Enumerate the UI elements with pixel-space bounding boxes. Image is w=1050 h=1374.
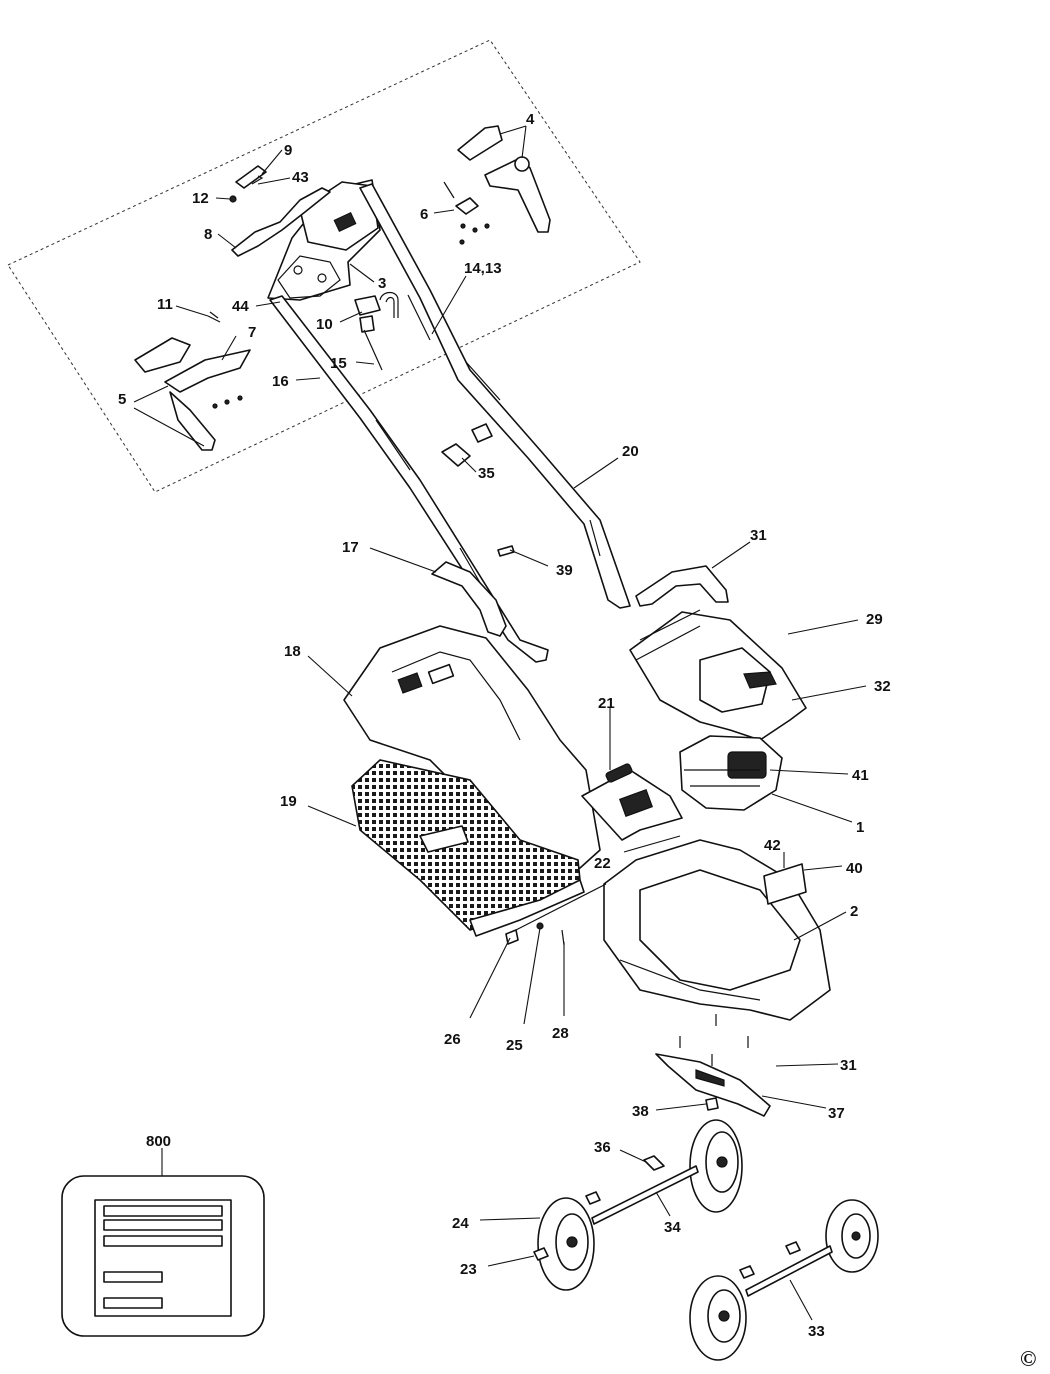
part-label-8: 8 [204, 226, 212, 243]
wheel [825, 1199, 879, 1273]
part-label-26: 26 [444, 1031, 461, 1048]
handle-control-box [267, 179, 381, 301]
part-label-25: 25 [506, 1037, 523, 1054]
switch-lever [229, 165, 331, 257]
small-fasteners [207, 181, 515, 557]
cable-guide-part [431, 561, 507, 637]
part-label-31-top: 31 [750, 527, 767, 544]
lower-handle-tube [269, 295, 549, 663]
part-label-6: 6 [420, 206, 428, 223]
part-label-31-bottom: 31 [840, 1057, 857, 1074]
part-number-labels: 9 43 12 8 4 6 11 44 7 3 10 14,13 15 16 5… [118, 111, 891, 1340]
part-label-20: 20 [622, 443, 639, 460]
part-label-32: 32 [874, 678, 891, 695]
part-label-17: 17 [342, 539, 359, 556]
blade [655, 1014, 771, 1117]
part-label-36: 36 [594, 1139, 611, 1156]
switch-box [581, 763, 683, 841]
part-label-4: 4 [526, 111, 535, 128]
grass-box-basket [351, 759, 585, 937]
part-label-40: 40 [846, 860, 863, 877]
part-label-16: 16 [272, 373, 289, 390]
part-label-18: 18 [284, 643, 301, 660]
part-label-7: 7 [248, 324, 256, 341]
part-label-15: 15 [330, 355, 347, 372]
part-label-10: 10 [316, 316, 333, 333]
part-label-38: 38 [632, 1103, 649, 1120]
wheel [537, 1197, 595, 1291]
part-label-800: 800 [146, 1133, 171, 1150]
part-label-44: 44 [232, 298, 249, 315]
part-label-29: 29 [866, 611, 883, 628]
part-label-3: 3 [378, 275, 386, 292]
motor [679, 735, 783, 811]
part-label-35: 35 [478, 465, 495, 482]
handle-grips [134, 125, 551, 451]
part-label-5: 5 [118, 391, 126, 408]
part-label-21: 21 [598, 695, 615, 712]
part-label-2: 2 [850, 903, 858, 920]
part-label-34: 34 [664, 1219, 681, 1236]
part-label-19: 19 [280, 793, 297, 810]
part-label-1: 1 [856, 819, 864, 836]
copyright-symbol: © [1020, 1346, 1036, 1371]
part-label-41: 41 [852, 767, 869, 784]
part-label-23: 23 [460, 1261, 477, 1278]
wheel [689, 1275, 747, 1361]
wheel [689, 1119, 743, 1213]
part-label-9: 9 [284, 142, 292, 159]
leader-lines [133, 125, 867, 1321]
part-label-43: 43 [292, 169, 309, 186]
part-label-22: 22 [594, 855, 611, 872]
part-label-33: 33 [808, 1323, 825, 1340]
part-label-28: 28 [552, 1025, 569, 1042]
motor-cover [629, 609, 807, 741]
carry-handle [635, 565, 729, 607]
part-label-12: 12 [192, 190, 209, 207]
part-label-37: 37 [828, 1105, 845, 1122]
part-label-42: 42 [764, 837, 781, 854]
part-label-14-13: 14,13 [464, 260, 502, 277]
part-label-11: 11 [157, 296, 173, 313]
manual-document-box [61, 1148, 265, 1337]
label-plate [763, 863, 807, 905]
part-label-39: 39 [556, 562, 573, 579]
handle-assembly-boundary [7, 39, 641, 493]
upper-handle-tube [359, 183, 631, 609]
wheel-axles [533, 1155, 833, 1297]
part-label-24: 24 [452, 1215, 469, 1232]
